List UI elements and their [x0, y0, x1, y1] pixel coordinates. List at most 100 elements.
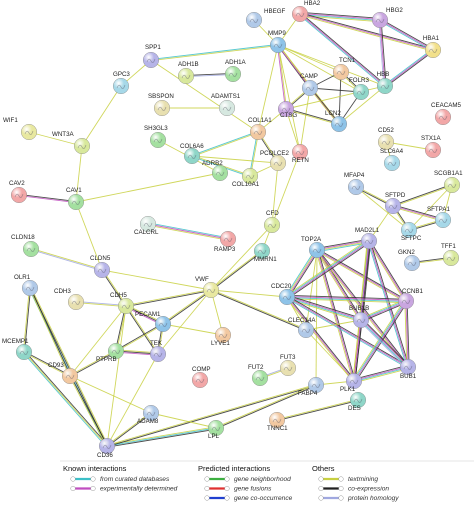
- node-sphere[interactable]: [330, 115, 348, 133]
- node-des[interactable]: [349, 391, 367, 409]
- node-adrb2[interactable]: [211, 164, 229, 182]
- node-sphere[interactable]: [15, 343, 33, 361]
- node-sh3gl3[interactable]: [149, 131, 167, 149]
- node-sphere[interactable]: [22, 240, 40, 258]
- node-lpl[interactable]: [207, 419, 225, 437]
- node-pecam1[interactable]: [154, 315, 172, 333]
- node-sphere[interactable]: [345, 372, 363, 390]
- node-sphere[interactable]: [251, 369, 269, 387]
- node-sphere[interactable]: [403, 254, 421, 272]
- node-sphere[interactable]: [191, 371, 209, 389]
- node-tek[interactable]: [149, 345, 167, 363]
- node-clec14a[interactable]: [297, 321, 315, 339]
- node-sphere[interactable]: [67, 193, 85, 211]
- node-scgb1a1[interactable]: [443, 176, 461, 194]
- node-adh1a[interactable]: [224, 65, 242, 83]
- node-sphere[interactable]: [434, 108, 452, 126]
- node-mcemp1[interactable]: [15, 343, 33, 361]
- node-ramp3[interactable]: [219, 230, 237, 248]
- node-vwf[interactable]: [202, 281, 220, 299]
- node-ccnb1[interactable]: [397, 292, 415, 310]
- node-sphere[interactable]: [149, 345, 167, 363]
- node-tnnc1[interactable]: [268, 411, 286, 429]
- node-mfap4[interactable]: [347, 178, 365, 196]
- node-sphere[interactable]: [347, 178, 365, 196]
- node-comp[interactable]: [191, 371, 209, 389]
- node-sphere[interactable]: [297, 321, 315, 339]
- node-sphere[interactable]: [253, 242, 271, 260]
- node-hba2[interactable]: [291, 5, 309, 23]
- node-sphere[interactable]: [400, 221, 418, 239]
- node-sphere[interactable]: [93, 261, 111, 279]
- node-adh1b[interactable]: [177, 67, 195, 85]
- node-sphere[interactable]: [332, 63, 350, 81]
- node-hbegf[interactable]: [245, 11, 263, 29]
- node-sphere[interactable]: [207, 419, 225, 437]
- node-sphere[interactable]: [291, 143, 309, 161]
- node-wnt3a[interactable]: [73, 137, 91, 155]
- node-pcolce2[interactable]: [269, 154, 287, 172]
- node-cdh5[interactable]: [117, 297, 135, 315]
- node-sphere[interactable]: [383, 154, 401, 172]
- node-sphere[interactable]: [153, 99, 171, 117]
- node-sphere[interactable]: [249, 123, 267, 141]
- node-cldn5[interactable]: [93, 261, 111, 279]
- node-sphere[interactable]: [211, 164, 229, 182]
- node-sphere[interactable]: [263, 216, 281, 234]
- node-calcrl[interactable]: [139, 215, 157, 233]
- node-sphere[interactable]: [245, 11, 263, 29]
- node-lyve1[interactable]: [214, 326, 232, 344]
- node-sftpa1[interactable]: [434, 211, 452, 229]
- node-camp[interactable]: [301, 79, 319, 97]
- node-sphere[interactable]: [434, 211, 452, 229]
- node-retn[interactable]: [291, 143, 309, 161]
- node-sphere[interactable]: [177, 67, 195, 85]
- node-sphere[interactable]: [308, 241, 326, 259]
- node-sphere[interactable]: [279, 359, 297, 377]
- node-sphere[interactable]: [268, 411, 286, 429]
- node-sbspon[interactable]: [153, 99, 171, 117]
- node-sphere[interactable]: [107, 342, 125, 360]
- node-sphere[interactable]: [149, 131, 167, 149]
- node-col1a1[interactable]: [249, 123, 267, 141]
- node-sphere[interactable]: [377, 133, 395, 151]
- node-stx1a[interactable]: [424, 141, 442, 159]
- node-hbg2[interactable]: [371, 11, 389, 29]
- node-spp1[interactable]: [142, 51, 160, 69]
- node-cav2[interactable]: [10, 186, 28, 204]
- node-sphere[interactable]: [307, 376, 325, 394]
- node-sphere[interactable]: [291, 5, 309, 23]
- node-ctsg[interactable]: [277, 100, 295, 118]
- node-sphere[interactable]: [73, 137, 91, 155]
- node-top2a[interactable]: [308, 241, 326, 259]
- node-sphere[interactable]: [202, 281, 220, 299]
- node-sftpd[interactable]: [384, 197, 402, 215]
- node-mmp9[interactable]: [269, 36, 287, 54]
- node-fut3[interactable]: [279, 359, 297, 377]
- node-hba1[interactable]: [424, 41, 442, 59]
- node-sphere[interactable]: [269, 36, 287, 54]
- node-sphere[interactable]: [10, 186, 28, 204]
- node-folr3[interactable]: [352, 83, 370, 101]
- node-sphere[interactable]: [277, 100, 295, 118]
- node-adamts1[interactable]: [218, 99, 236, 117]
- node-sphere[interactable]: [21, 279, 39, 297]
- node-wif1[interactable]: [20, 123, 38, 141]
- node-cd36[interactable]: [98, 437, 116, 455]
- node-sphere[interactable]: [349, 391, 367, 409]
- node-sphere[interactable]: [183, 147, 201, 165]
- node-tcn1[interactable]: [332, 63, 350, 81]
- node-mmrn1[interactable]: [253, 242, 271, 260]
- node-sphere[interactable]: [424, 41, 442, 59]
- node-sphere[interactable]: [67, 293, 85, 311]
- node-tff1[interactable]: [442, 249, 460, 267]
- node-bub1b[interactable]: [352, 311, 370, 329]
- node-cd52[interactable]: [377, 133, 395, 151]
- node-cd93[interactable]: [61, 367, 79, 385]
- node-sphere[interactable]: [117, 297, 135, 315]
- node-sphere[interactable]: [241, 167, 259, 185]
- node-ceacam5[interactable]: [434, 108, 452, 126]
- node-sphere[interactable]: [376, 77, 394, 95]
- node-sphere[interactable]: [301, 79, 319, 97]
- node-sphere[interactable]: [112, 77, 130, 95]
